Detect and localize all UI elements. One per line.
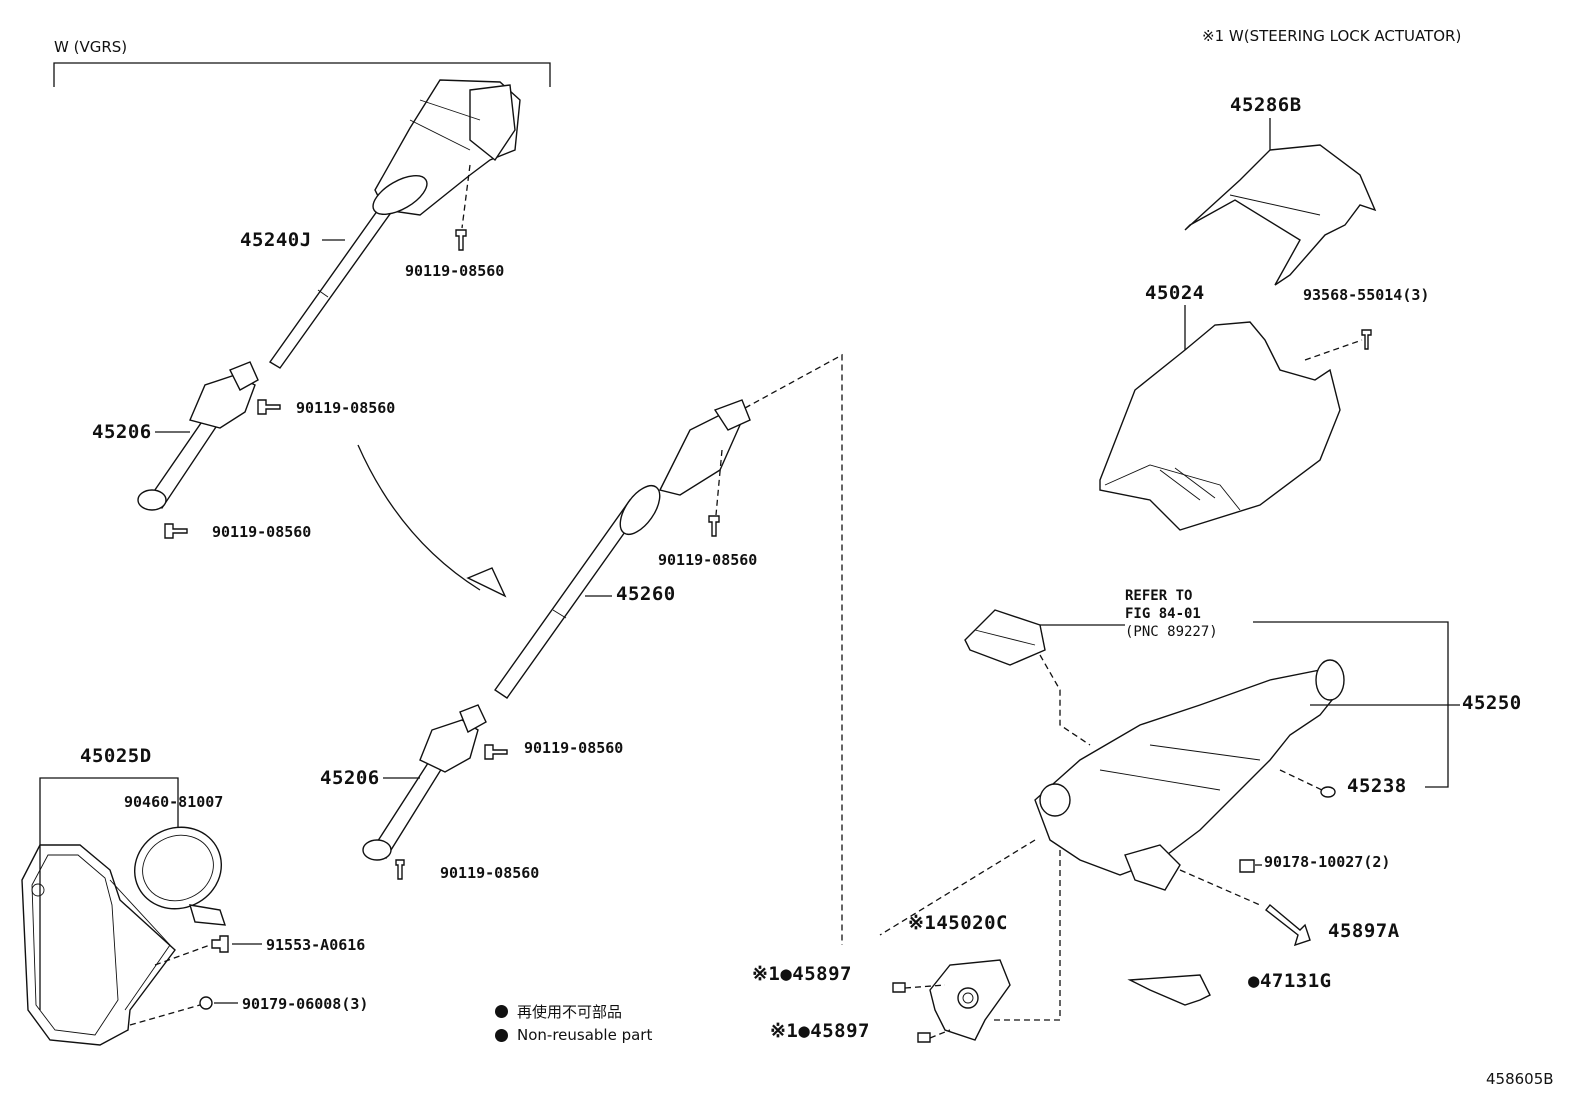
transition-arrow (357, 444, 481, 591)
reference-line-1: REFER TO (1125, 588, 1193, 604)
dash-column-lower (990, 850, 1061, 1021)
part-label-90460[interactable]: 90460-81007 (124, 793, 224, 811)
lock-actuator-45020C (929, 959, 1011, 1041)
nut-45238 (1320, 786, 1336, 798)
screw-91553 (211, 935, 229, 953)
nut-90178 (1239, 859, 1255, 873)
part-label-90178[interactable]: 90178-10027(2) (1264, 853, 1391, 871)
part-label-45024[interactable]: 45024 (1145, 282, 1205, 304)
part-label-90119-c[interactable]: 90119-08560 (212, 523, 312, 541)
reference-line-3: (PNC 89227) (1125, 624, 1218, 640)
dash-45897-b (929, 1029, 951, 1039)
part-label-90119-d[interactable]: 90119-08560 (524, 739, 624, 757)
reference-note[interactable]: REFER TO FIG 84-01 (PNC 89227) (1125, 587, 1218, 641)
part-label-90119-a[interactable]: 90119-08560 (405, 262, 505, 280)
bolt-90119-a (455, 229, 467, 251)
part-label-45897-a[interactable]: ※1●45897 (752, 963, 852, 985)
legend-text-jp: 再使用不可部品 (517, 1003, 623, 1021)
legend-row-en: Non-reusable part (495, 1026, 652, 1044)
dash-45238 (1279, 769, 1323, 791)
part-label-90179[interactable]: 90179-06008(3) (242, 995, 369, 1013)
dash-45897A (1179, 869, 1261, 906)
dash-90119-e (715, 449, 723, 516)
intermediate-shaft-45260 (494, 399, 751, 699)
dash-column-actuator (879, 839, 1036, 936)
part-label-47131G[interactable]: ●47131G (1248, 970, 1332, 992)
plate-47131G (1127, 974, 1211, 1006)
bolt-90119-b (257, 399, 281, 415)
part-label-91553[interactable]: 91553-A0616 (266, 936, 366, 954)
dash-45897-a (904, 984, 946, 989)
part-label-45240J[interactable]: 45240J (240, 229, 312, 251)
ring-90460 (133, 826, 227, 926)
cover-45024 (1099, 321, 1341, 531)
boot-45025D (21, 844, 176, 1046)
pin-45897-b (917, 1032, 931, 1043)
dash-upper-link (744, 353, 843, 945)
part-label-45238[interactable]: 45238 (1347, 775, 1407, 797)
steering-lock-note: ※1 W(STEERING LOCK ACTUATOR) (1202, 27, 1462, 45)
nut-90179 (199, 996, 213, 1010)
part-label-45206-a[interactable]: 45206 (92, 421, 152, 443)
leader-45025D (39, 777, 179, 1010)
part-label-45286B[interactable]: 45286B (1230, 94, 1302, 116)
bolt-90119-f (395, 859, 405, 880)
part-label-45897A[interactable]: 45897A (1328, 920, 1400, 942)
part-label-45206-b[interactable]: 45206 (320, 767, 380, 789)
part-label-45250[interactable]: 45250 (1462, 692, 1522, 714)
bolt-90119-c (164, 523, 188, 539)
legend-row-jp: 再使用不可部品 (495, 1001, 622, 1022)
bolt-90119-e (708, 515, 720, 537)
reference-line-2: FIG 84-01 (1125, 606, 1201, 622)
cover-45286B (1184, 144, 1377, 286)
dash-93568 (1304, 339, 1363, 361)
joint-45206-a (137, 361, 259, 511)
dash-ecu-column (1039, 654, 1091, 746)
dash-90179 (129, 1004, 201, 1026)
figure-id: 458605B (1486, 1070, 1554, 1088)
part-label-45020C[interactable]: ※145020C (908, 912, 1008, 934)
part-label-45897-b[interactable]: ※1●45897 (770, 1020, 870, 1042)
part-label-93568[interactable]: 93568-55014(3) (1303, 286, 1430, 304)
upper-shaft-45240J (268, 79, 521, 369)
part-label-90119-b[interactable]: 90119-08560 (296, 399, 396, 417)
dash-90119-a (461, 164, 471, 229)
pin-45897-a (892, 982, 906, 993)
vgrs-bracket (53, 62, 551, 87)
bolt-45897A (1265, 904, 1311, 947)
screw-93568 (1361, 329, 1372, 350)
legend-dot-icon (495, 1005, 508, 1018)
part-label-90119-f[interactable]: 90119-08560 (440, 864, 540, 882)
steering-column-45250 (1034, 659, 1345, 891)
transition-arrow-head (466, 567, 507, 598)
part-label-90119-e[interactable]: 90119-08560 (658, 551, 758, 569)
legend-dot-icon (495, 1028, 508, 1042)
legend-text-en: Non-reusable part (517, 1026, 653, 1044)
vgrs-group-label: W (VGRS) (54, 38, 128, 56)
bolt-90119-d (484, 744, 508, 760)
part-label-45260[interactable]: 45260 (616, 583, 676, 605)
ref-bracket (1253, 621, 1449, 788)
joint-45206-b (362, 704, 487, 861)
ecu-module (964, 609, 1046, 666)
part-label-45025D[interactable]: 45025D (80, 745, 152, 767)
